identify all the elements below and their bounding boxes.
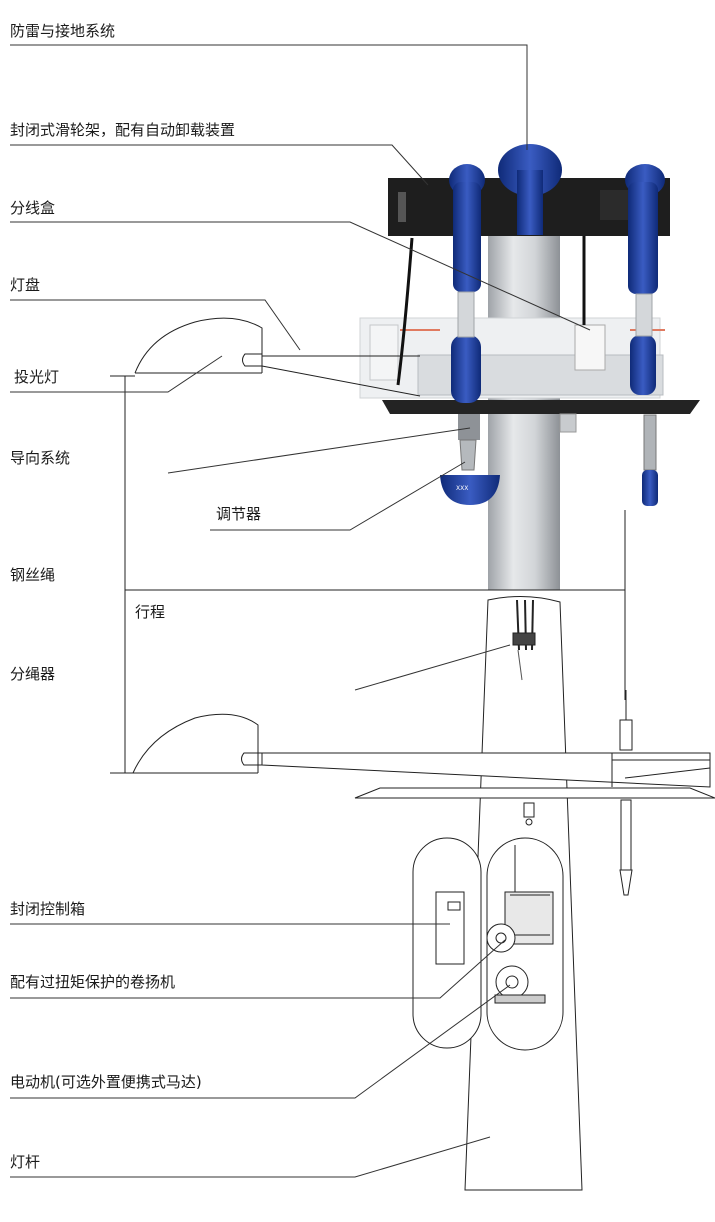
label-pole: 灯杆 [10,1153,41,1171]
lower-floodlight [132,713,263,774]
label-lightning: 防雷与接地系统 [10,22,116,40]
svg-text:XXX: XXX [456,485,468,492]
label-splitter: 分绳器 [10,665,56,683]
regulator-weight [440,475,500,505]
control-box-drawing [412,837,564,1051]
junction-box-shape [574,324,606,371]
label-motor: 电动机(可选外置便携式马达) [10,1073,202,1091]
guide-cylinder-left [451,335,481,403]
label-guide: 导向系统 [10,449,71,467]
travel-guides [110,375,626,774]
rope-splitter [512,632,536,646]
label-control-box: 封闭控制箱 [10,900,86,918]
base-disk [382,400,700,414]
label-pulley: 封闭式滑轮架，配有自动卸载装置 [10,121,236,139]
upper-floodlight [134,317,421,397]
label-winch: 配有过扭矩保护的卷扬机 [10,973,176,991]
right-weight [642,470,658,506]
guide-cylinder-right [630,335,656,395]
top-assembly: XXX [359,144,700,590]
label-junction: 分线盒 [10,199,56,217]
label-lamp-panel: 灯盘 [10,276,41,294]
lower-lamp-panel [261,690,715,896]
label-wire-rope: 钢丝绳 [10,566,56,584]
label-regulator: 调节器 [216,505,262,523]
label-travel: 行程 [135,603,166,621]
leader-lines [10,44,591,1178]
label-floodlight: 投光灯 [14,368,60,386]
